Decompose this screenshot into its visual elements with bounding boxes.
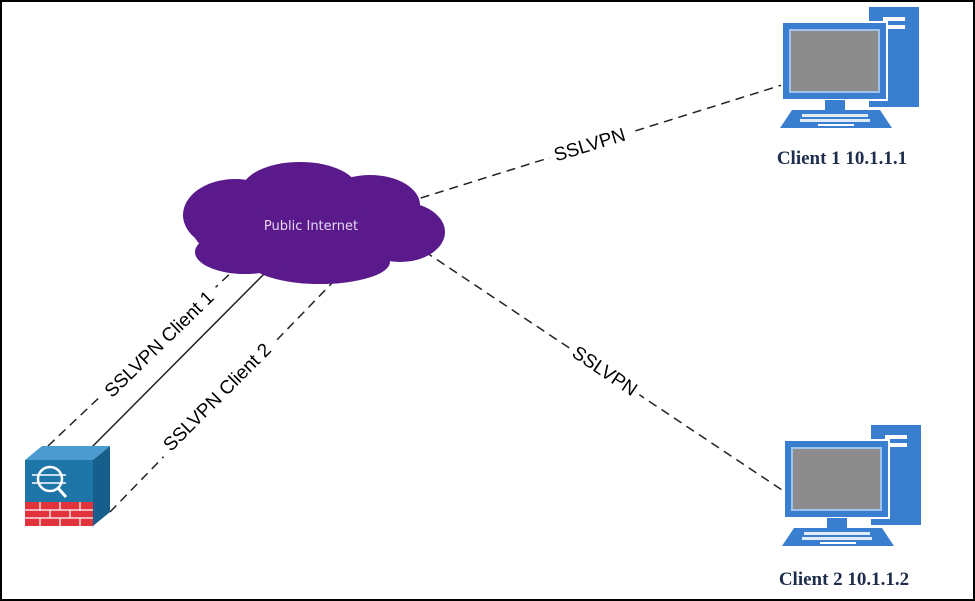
cloud-icon (183, 162, 445, 284)
computer-icon-client1 (780, 7, 919, 128)
solid-link-firewall-cloud (83, 261, 277, 456)
dashed-link-to-client1 (391, 84, 783, 208)
asa-firewall-icon (25, 446, 110, 526)
client1-label: Client 1 10.1.1.1 (777, 148, 907, 169)
computer-icon-client2 (782, 425, 921, 546)
client2-label: Client 2 10.1.1.2 (779, 569, 909, 590)
dashed-link-client2-tunnel (109, 279, 336, 513)
cloud-label: Public Internet (264, 219, 358, 234)
